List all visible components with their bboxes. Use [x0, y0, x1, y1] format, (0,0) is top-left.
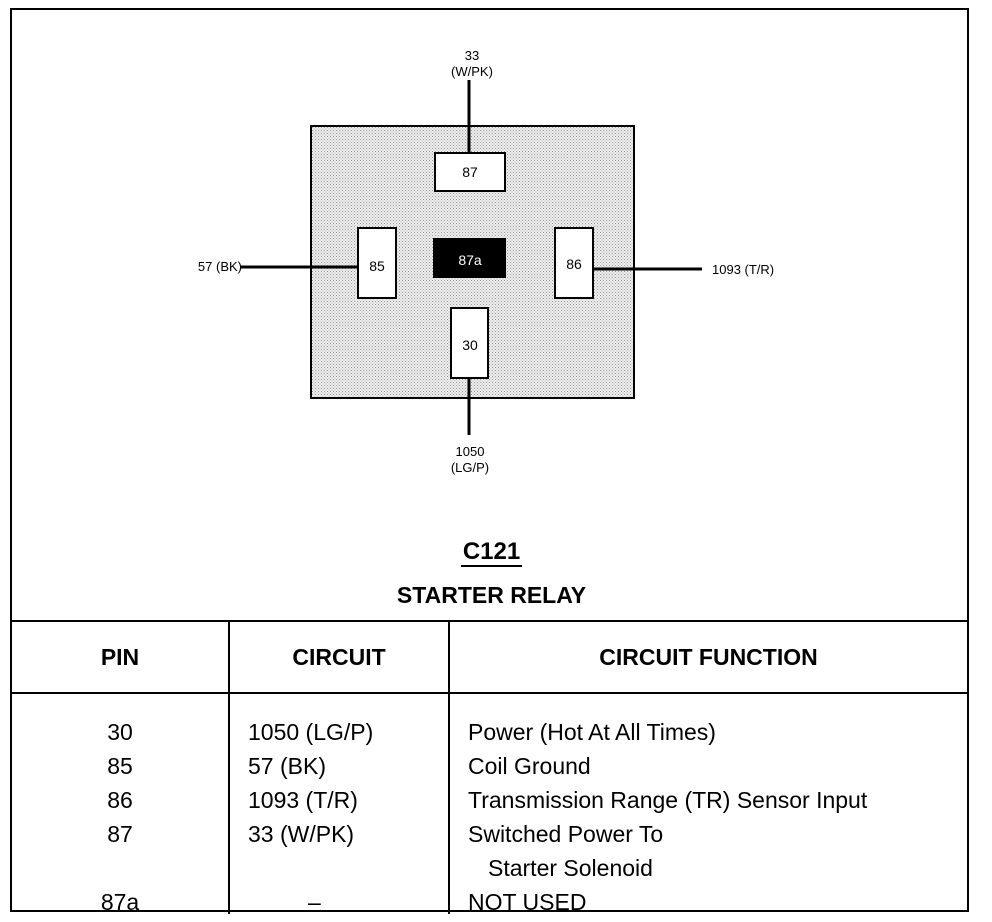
pin-cell: 86 — [107, 787, 133, 813]
terminal-85-label: 85 — [369, 258, 385, 274]
terminal-30 — [450, 307, 489, 379]
terminal-86-label: 86 — [566, 256, 582, 272]
function-cell: Coil Ground — [468, 753, 591, 779]
wire-30-label: 1050 (LG/P) — [450, 444, 490, 475]
relay-diagram: 87 85 86 30 87a — [240, 80, 702, 435]
function-cell: Starter Solenoid — [488, 855, 653, 881]
wire-87-label: 33 (W/PK) — [451, 48, 493, 79]
pin-cell: 30 — [107, 719, 133, 745]
header-pin — [12, 620, 967, 694]
terminal-87 — [434, 152, 506, 192]
circuit-cell: 57 (BK) — [248, 753, 326, 779]
circuit-cell: 1093 (T/R) — [248, 787, 358, 813]
column-divider — [228, 620, 230, 914]
circuit-cell: 33 (W/PK) — [248, 821, 355, 847]
terminal-87a — [433, 238, 506, 278]
connector-id: C121 — [460, 538, 523, 567]
circuit-cell: – — [308, 889, 321, 915]
pin-cell: 87a — [100, 889, 140, 915]
wire-86-label: 1093 (T/R) — [712, 262, 775, 277]
circuit-cell: 1050 (LG/P) — [248, 719, 374, 745]
header-pin-label: PIN — [100, 643, 140, 670]
pin-cell: 85 — [107, 753, 133, 779]
pin-cell: 87 — [107, 821, 133, 847]
header-function: CIRCUIT FUNCTION — [599, 643, 818, 670]
terminal-30-label: 30 — [462, 337, 478, 353]
terminal-86 — [554, 227, 594, 299]
connector-name: STARTER RELAY — [396, 582, 587, 608]
function-cell: Power (Hot At All Times) — [468, 719, 716, 745]
function-cell: NOT USED — [468, 889, 587, 915]
header-circuit: CIRCUIT — [292, 643, 386, 670]
terminal-87-label: 87 — [462, 164, 478, 180]
wire-85-label: 57 (BK) — [197, 259, 242, 274]
terminal-85 — [357, 227, 397, 299]
function-cell: Transmission Range (TR) Sensor Input — [468, 787, 868, 813]
terminal-87a-label: 87a — [458, 252, 482, 268]
diagram-frame: 87 85 86 30 87a 33 (W/PK) 57 (BK) 1093 (… — [10, 8, 969, 915]
column-divider — [448, 620, 450, 914]
function-cell: Switched Power To — [468, 821, 664, 847]
